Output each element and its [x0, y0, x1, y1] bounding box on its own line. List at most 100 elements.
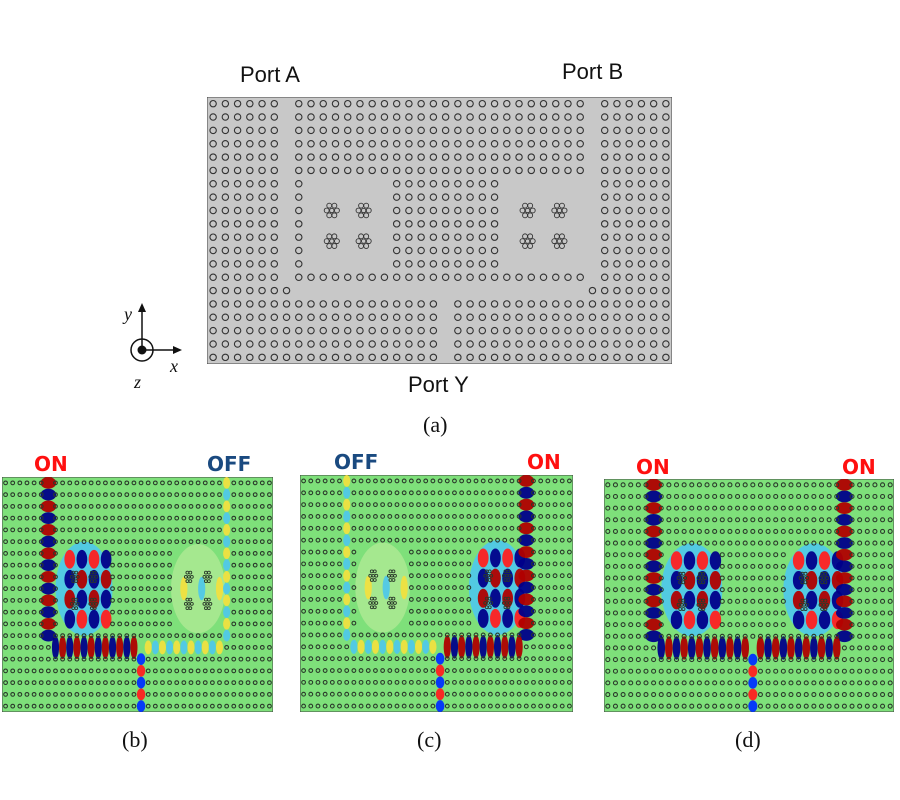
- air-hole: [337, 644, 342, 650]
- air-hole: [416, 656, 421, 662]
- air-hole: [613, 166, 621, 175]
- air-hole: [559, 597, 565, 602]
- air-hole: [401, 703, 407, 709]
- bus-field: [187, 640, 195, 655]
- air-hole: [552, 478, 558, 484]
- air-hole: [466, 620, 472, 626]
- air-hole: [17, 668, 23, 674]
- air-hole: [452, 668, 457, 673]
- air-hole: [452, 561, 457, 567]
- air-hole: [301, 656, 307, 662]
- air-hole: [649, 166, 658, 175]
- air-hole: [872, 517, 878, 523]
- air-hole: [31, 668, 37, 674]
- air-hole: [841, 657, 847, 663]
- air-hole: [110, 633, 115, 639]
- air-hole: [564, 139, 572, 148]
- bus-field: [458, 634, 466, 659]
- air-hole: [270, 99, 279, 108]
- air-hole: [430, 490, 436, 496]
- air-hole: [509, 525, 515, 531]
- air-hole: [110, 527, 115, 533]
- air-hole: [174, 703, 180, 709]
- air-hole: [295, 300, 303, 308]
- air-hole: [849, 657, 855, 663]
- air-hole: [600, 126, 609, 135]
- caption-b: (b): [122, 727, 148, 752]
- cavity-mode: [382, 575, 390, 600]
- air-hole: [17, 680, 23, 686]
- air-hole: [613, 353, 621, 362]
- air-hole: [887, 563, 893, 569]
- air-hole: [351, 573, 357, 579]
- air-hole: [365, 668, 371, 673]
- air-hole: [337, 620, 342, 626]
- air-hole: [576, 313, 584, 322]
- air-hole: [405, 206, 413, 215]
- air-hole: [110, 609, 115, 615]
- air-hole: [31, 703, 37, 709]
- air-hole: [282, 353, 291, 362]
- cavity-mode: [709, 551, 722, 570]
- air-hole: [95, 480, 101, 486]
- air-hole: [552, 632, 558, 638]
- air-hole: [566, 668, 572, 673]
- air-hole: [202, 703, 208, 709]
- air-hole: [343, 353, 352, 362]
- air-hole: [138, 621, 144, 627]
- air-hole: [880, 552, 886, 558]
- waveguide-field: [223, 535, 231, 548]
- air-hole: [408, 608, 414, 614]
- air-hole: [527, 273, 536, 281]
- air-hole: [174, 633, 180, 639]
- air-hole: [452, 608, 457, 614]
- air-hole: [267, 633, 272, 639]
- air-hole: [637, 99, 646, 108]
- air-hole: [258, 153, 266, 161]
- air-hole: [666, 505, 672, 511]
- air-hole: [53, 503, 58, 509]
- rosette-rod: [484, 578, 489, 582]
- air-hole: [258, 206, 266, 215]
- air-hole: [552, 273, 560, 281]
- cavity-mode: [805, 551, 818, 570]
- air-hole: [88, 539, 94, 545]
- air-hole: [490, 353, 499, 362]
- air-hole: [826, 505, 832, 511]
- air-hole: [392, 340, 401, 348]
- air-hole: [841, 680, 847, 686]
- air-hole: [826, 517, 832, 523]
- output-field: [136, 653, 146, 665]
- air-hole: [322, 668, 328, 673]
- air-hole: [17, 609, 23, 615]
- bus-field: [710, 636, 719, 660]
- air-hole: [417, 220, 425, 228]
- rosette-rod: [334, 207, 340, 214]
- air-hole: [509, 537, 515, 543]
- air-hole: [834, 680, 840, 686]
- air-hole: [887, 552, 893, 558]
- air-hole: [195, 515, 201, 521]
- air-hole: [643, 493, 649, 500]
- air-hole: [552, 644, 558, 650]
- air-hole: [516, 490, 522, 496]
- waveguide-field: [343, 593, 351, 606]
- air-hole: [259, 550, 265, 556]
- air-hole: [221, 113, 230, 121]
- air-hole: [765, 528, 771, 534]
- air-hole: [308, 597, 314, 602]
- air-hole: [351, 478, 357, 484]
- port-a-label: Port A: [240, 62, 300, 87]
- air-hole: [145, 680, 151, 686]
- rosette-rod: [331, 202, 338, 209]
- air-hole: [267, 492, 272, 498]
- air-hole: [538, 573, 544, 579]
- air-hole: [301, 632, 307, 638]
- air-hole: [576, 126, 584, 135]
- air-hole: [38, 586, 44, 592]
- air-hole: [233, 139, 242, 148]
- air-hole: [750, 587, 756, 593]
- air-hole: [45, 680, 51, 686]
- air-hole: [373, 525, 378, 531]
- air-hole: [315, 525, 321, 531]
